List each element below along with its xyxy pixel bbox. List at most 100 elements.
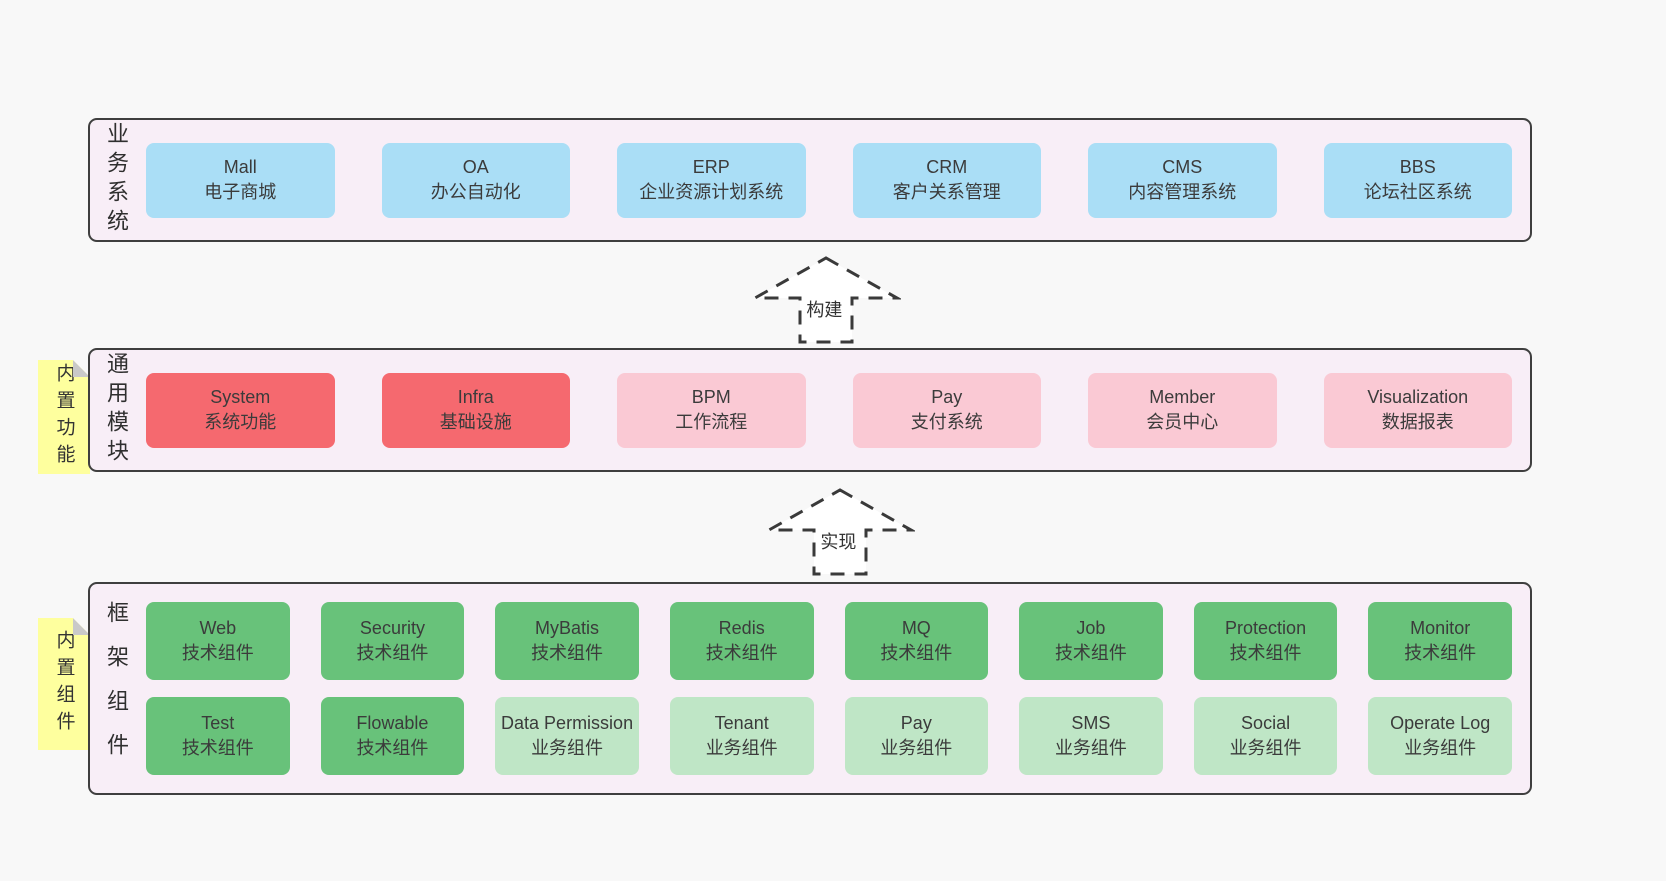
box-title: Data Permission — [501, 713, 634, 734]
box-subtitle: 办公自动化 — [430, 182, 521, 202]
box-subtitle: 业务组件 — [1229, 738, 1302, 759]
module-box: CMS 内容管理系统 — [1088, 142, 1277, 218]
box-subtitle: 会员中心 — [1146, 412, 1219, 432]
box-title: Job — [1076, 617, 1106, 638]
box-subtitle: 技术组件 — [1404, 642, 1477, 663]
box-title: OA — [462, 157, 489, 177]
box-title: Mall — [223, 157, 257, 177]
box-title: ERP — [692, 157, 730, 177]
layer-side-label-text: 业务系统 — [104, 122, 129, 238]
module-box: Security 技术组件 — [320, 601, 465, 680]
layer-side-label-text: 通用模块 — [104, 352, 129, 468]
box-subtitle: 企业资源计划系统 — [639, 182, 784, 202]
box-title: System — [210, 387, 271, 407]
layer-side-label: 通用模块 — [90, 350, 142, 470]
module-box: System 系统功能 — [146, 372, 335, 448]
layer-rows: Mall 电子商城 OA 办公自动化 ERP 企业资源计划系统 CRM 客户关系管理 CMS 内容… — [142, 120, 1530, 240]
box-subtitle: 内容管理系统 — [1128, 182, 1237, 202]
box-title: Monitor — [1410, 617, 1471, 638]
box-row: System 系统功能 Infra 基础设施 BPM 工作流程 Pay 支付系统 Member 会… — [146, 372, 1512, 448]
box-subtitle: 技术组件 — [356, 738, 429, 759]
box-title: Redis — [718, 617, 765, 638]
box-subtitle: 技术组件 — [181, 738, 254, 759]
box-subtitle: 技术组件 — [880, 642, 953, 663]
box-title: BPM — [691, 387, 731, 407]
sticky-note-built-in-features: 内置功能 — [38, 360, 90, 474]
box-title: CRM — [926, 157, 968, 177]
box-subtitle: 业务组件 — [1054, 738, 1127, 759]
box-title: CMS — [1162, 157, 1203, 177]
module-box: BBS 论坛社区系统 — [1323, 142, 1512, 218]
box-subtitle: 技术组件 — [705, 642, 778, 663]
box-subtitle: 电子商城 — [204, 182, 277, 202]
box-subtitle: 技术组件 — [356, 642, 429, 663]
note-label: 内置组件 — [53, 630, 75, 738]
layer-side-label: 框架组件 — [90, 584, 142, 793]
box-subtitle: 技术组件 — [531, 642, 604, 663]
module-box: Infra 基础设施 — [381, 372, 570, 448]
box-subtitle: 业务组件 — [705, 738, 778, 759]
dashed-up-arrow-build: 构建 — [751, 254, 901, 346]
module-box: Member 会员中心 — [1088, 372, 1277, 448]
box-title: Social — [1241, 713, 1291, 734]
module-box: Tenant 业务组件 — [669, 697, 814, 776]
box-title: MyBatis — [535, 617, 600, 638]
sticky-note-built-in-components: 内置组件 — [38, 618, 90, 750]
box-title: Web — [199, 617, 237, 638]
box-title: Operate Log — [1390, 713, 1491, 734]
box-title: Pay — [900, 713, 932, 734]
box-subtitle: 工作流程 — [675, 412, 748, 432]
box-subtitle: 业务组件 — [1404, 738, 1477, 759]
module-box: Web 技术组件 — [146, 601, 290, 680]
box-subtitle: 技术组件 — [181, 642, 254, 663]
layer-side-label-text: 框架组件 — [104, 600, 129, 777]
arrow-label: 实现 — [818, 528, 859, 554]
module-box: Protection 技术组件 — [1193, 601, 1338, 680]
module-box: Operate Log 业务组件 — [1368, 697, 1512, 776]
box-subtitle: 系统功能 — [204, 412, 277, 432]
box-title: Test — [201, 713, 235, 734]
box-subtitle: 支付系统 — [910, 412, 983, 432]
arrow-label: 构建 — [804, 296, 845, 322]
box-subtitle: 论坛社区系统 — [1363, 182, 1472, 202]
box-title: SMS — [1071, 713, 1111, 734]
box-title: Visualization — [1367, 387, 1469, 407]
layer-framework-components: 框架组件 Web 技术组件 Security 技术组件 MyBatis 技术组件 Redis 技… — [88, 582, 1532, 795]
module-box: MQ 技术组件 — [844, 601, 989, 680]
box-title: Member — [1149, 387, 1216, 407]
module-box: MyBatis 技术组件 — [495, 601, 639, 680]
note-label: 内置功能 — [53, 363, 75, 471]
box-title: Tenant — [714, 713, 769, 734]
dashed-up-arrow-implement: 实现 — [765, 486, 915, 578]
box-title: BBS — [1399, 157, 1436, 177]
box-title: Protection — [1225, 617, 1307, 638]
module-box: SMS 业务组件 — [1019, 697, 1163, 776]
module-box: Pay 业务组件 — [844, 697, 989, 776]
box-subtitle: 客户关系管理 — [892, 182, 1001, 202]
module-box: CRM 客户关系管理 — [852, 142, 1041, 218]
module-box: ERP 企业资源计划系统 — [617, 142, 806, 218]
module-box: Redis 技术组件 — [669, 601, 814, 680]
box-title: Pay — [931, 387, 963, 407]
box-subtitle: 业务组件 — [531, 738, 604, 759]
module-box: Mall 电子商城 — [146, 142, 335, 218]
box-title: Security — [359, 617, 425, 638]
module-box: Data Permission 业务组件 — [495, 697, 639, 776]
layer-side-label: 业务系统 — [90, 120, 142, 240]
box-title: MQ — [901, 617, 931, 638]
module-box: Test 技术组件 — [146, 697, 290, 776]
box-row: Mall 电子商城 OA 办公自动化 ERP 企业资源计划系统 CRM 客户关系管理 CMS 内容… — [146, 142, 1512, 218]
box-subtitle: 技术组件 — [1229, 642, 1302, 663]
box-subtitle: 基础设施 — [439, 412, 512, 432]
box-subtitle: 业务组件 — [880, 738, 953, 759]
box-title: Infra — [457, 387, 494, 407]
module-box: Social 业务组件 — [1193, 697, 1338, 776]
module-box: BPM 工作流程 — [617, 372, 806, 448]
